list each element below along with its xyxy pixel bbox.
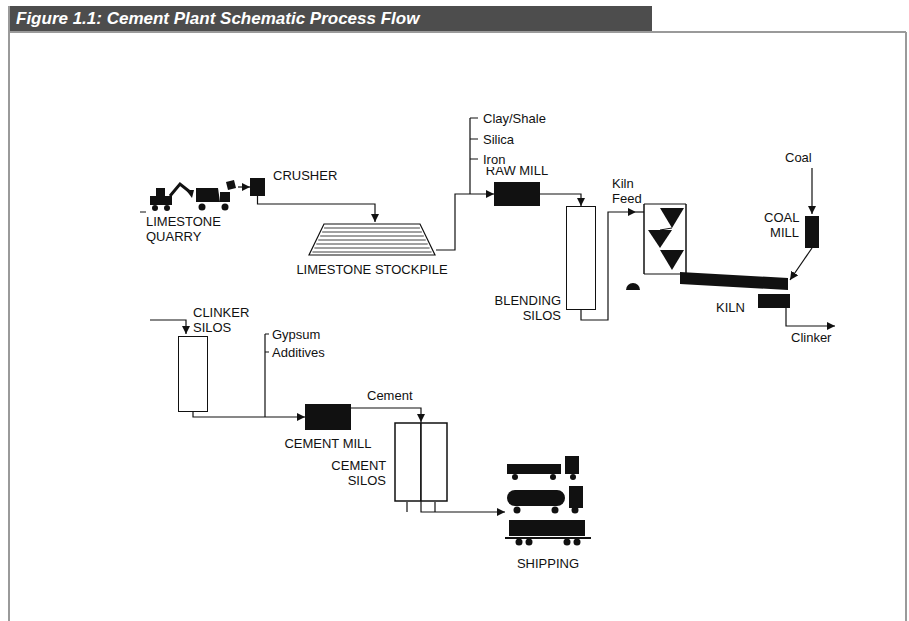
coal-mill-box: COAL MILL bbox=[805, 216, 819, 248]
ground-line bbox=[140, 212, 146, 213]
cement-silos: CEMENT SILOS bbox=[394, 422, 448, 502]
node-label: CEMENT SILOS bbox=[331, 458, 386, 488]
flow-connector bbox=[351, 408, 421, 422]
flow-connector bbox=[436, 194, 494, 250]
edge-label: Cement bbox=[366, 388, 414, 403]
node-label: LIMESTONE STOCKPILE bbox=[296, 262, 447, 277]
stream-label: Coal bbox=[784, 150, 813, 165]
meal-inlet-symbol bbox=[626, 283, 640, 290]
title-bar bbox=[8, 6, 652, 32]
stream-label: Silica bbox=[482, 132, 515, 147]
flow-connector bbox=[238, 186, 250, 187]
node-label: CRUSHER bbox=[273, 168, 337, 183]
flow-connector bbox=[421, 502, 505, 512]
additive-feed-line bbox=[470, 118, 478, 194]
node-label: COAL MILL bbox=[764, 210, 799, 240]
quarry-illustration: LIMESTONE QUARRY bbox=[146, 180, 238, 212]
frame-border bbox=[9, 6, 906, 621]
stockpile-shape: LIMESTONE STOCKPILE bbox=[308, 222, 436, 256]
stream-label: Additives bbox=[271, 345, 326, 360]
coal-feed-line bbox=[811, 168, 812, 214]
flow-connector bbox=[258, 196, 376, 222]
crusher-box: CRUSHER bbox=[250, 178, 265, 196]
clinker-in-line bbox=[150, 320, 186, 334]
flow-connector bbox=[540, 194, 581, 206]
clinker-silo: CLINKER SILOS bbox=[178, 336, 208, 412]
stream-label: Clay/Shale bbox=[482, 111, 547, 126]
cement-mill-box: CEMENT MILL bbox=[305, 404, 351, 430]
node-label: KILN bbox=[716, 300, 745, 315]
figure-title: Figure 1.1: Cement Plant Schematic Proce… bbox=[16, 8, 419, 30]
stream-label: Clinker bbox=[790, 330, 832, 345]
node-label: CEMENT MILL bbox=[284, 436, 371, 451]
edge-label: Kiln Feed bbox=[611, 176, 643, 206]
node-label: SHIPPING bbox=[517, 556, 579, 571]
node-label: LIMESTONE QUARRY bbox=[146, 214, 221, 244]
raw-mill-box: RAW MILL bbox=[494, 182, 540, 206]
shipping-icons: SHIPPING bbox=[505, 456, 591, 548]
flow-connector bbox=[193, 412, 305, 417]
node-label: BLENDING SILOS bbox=[495, 293, 561, 323]
flow-connector bbox=[790, 248, 812, 280]
node-label: CLINKER SILOS bbox=[193, 305, 249, 335]
stream-label: Gypsum bbox=[271, 327, 321, 342]
blending-silo: BLENDING SILOS bbox=[566, 206, 596, 310]
gypsum-feed-line bbox=[265, 334, 269, 417]
stream-label: Iron bbox=[482, 152, 506, 167]
clinker-out-line bbox=[786, 308, 835, 326]
